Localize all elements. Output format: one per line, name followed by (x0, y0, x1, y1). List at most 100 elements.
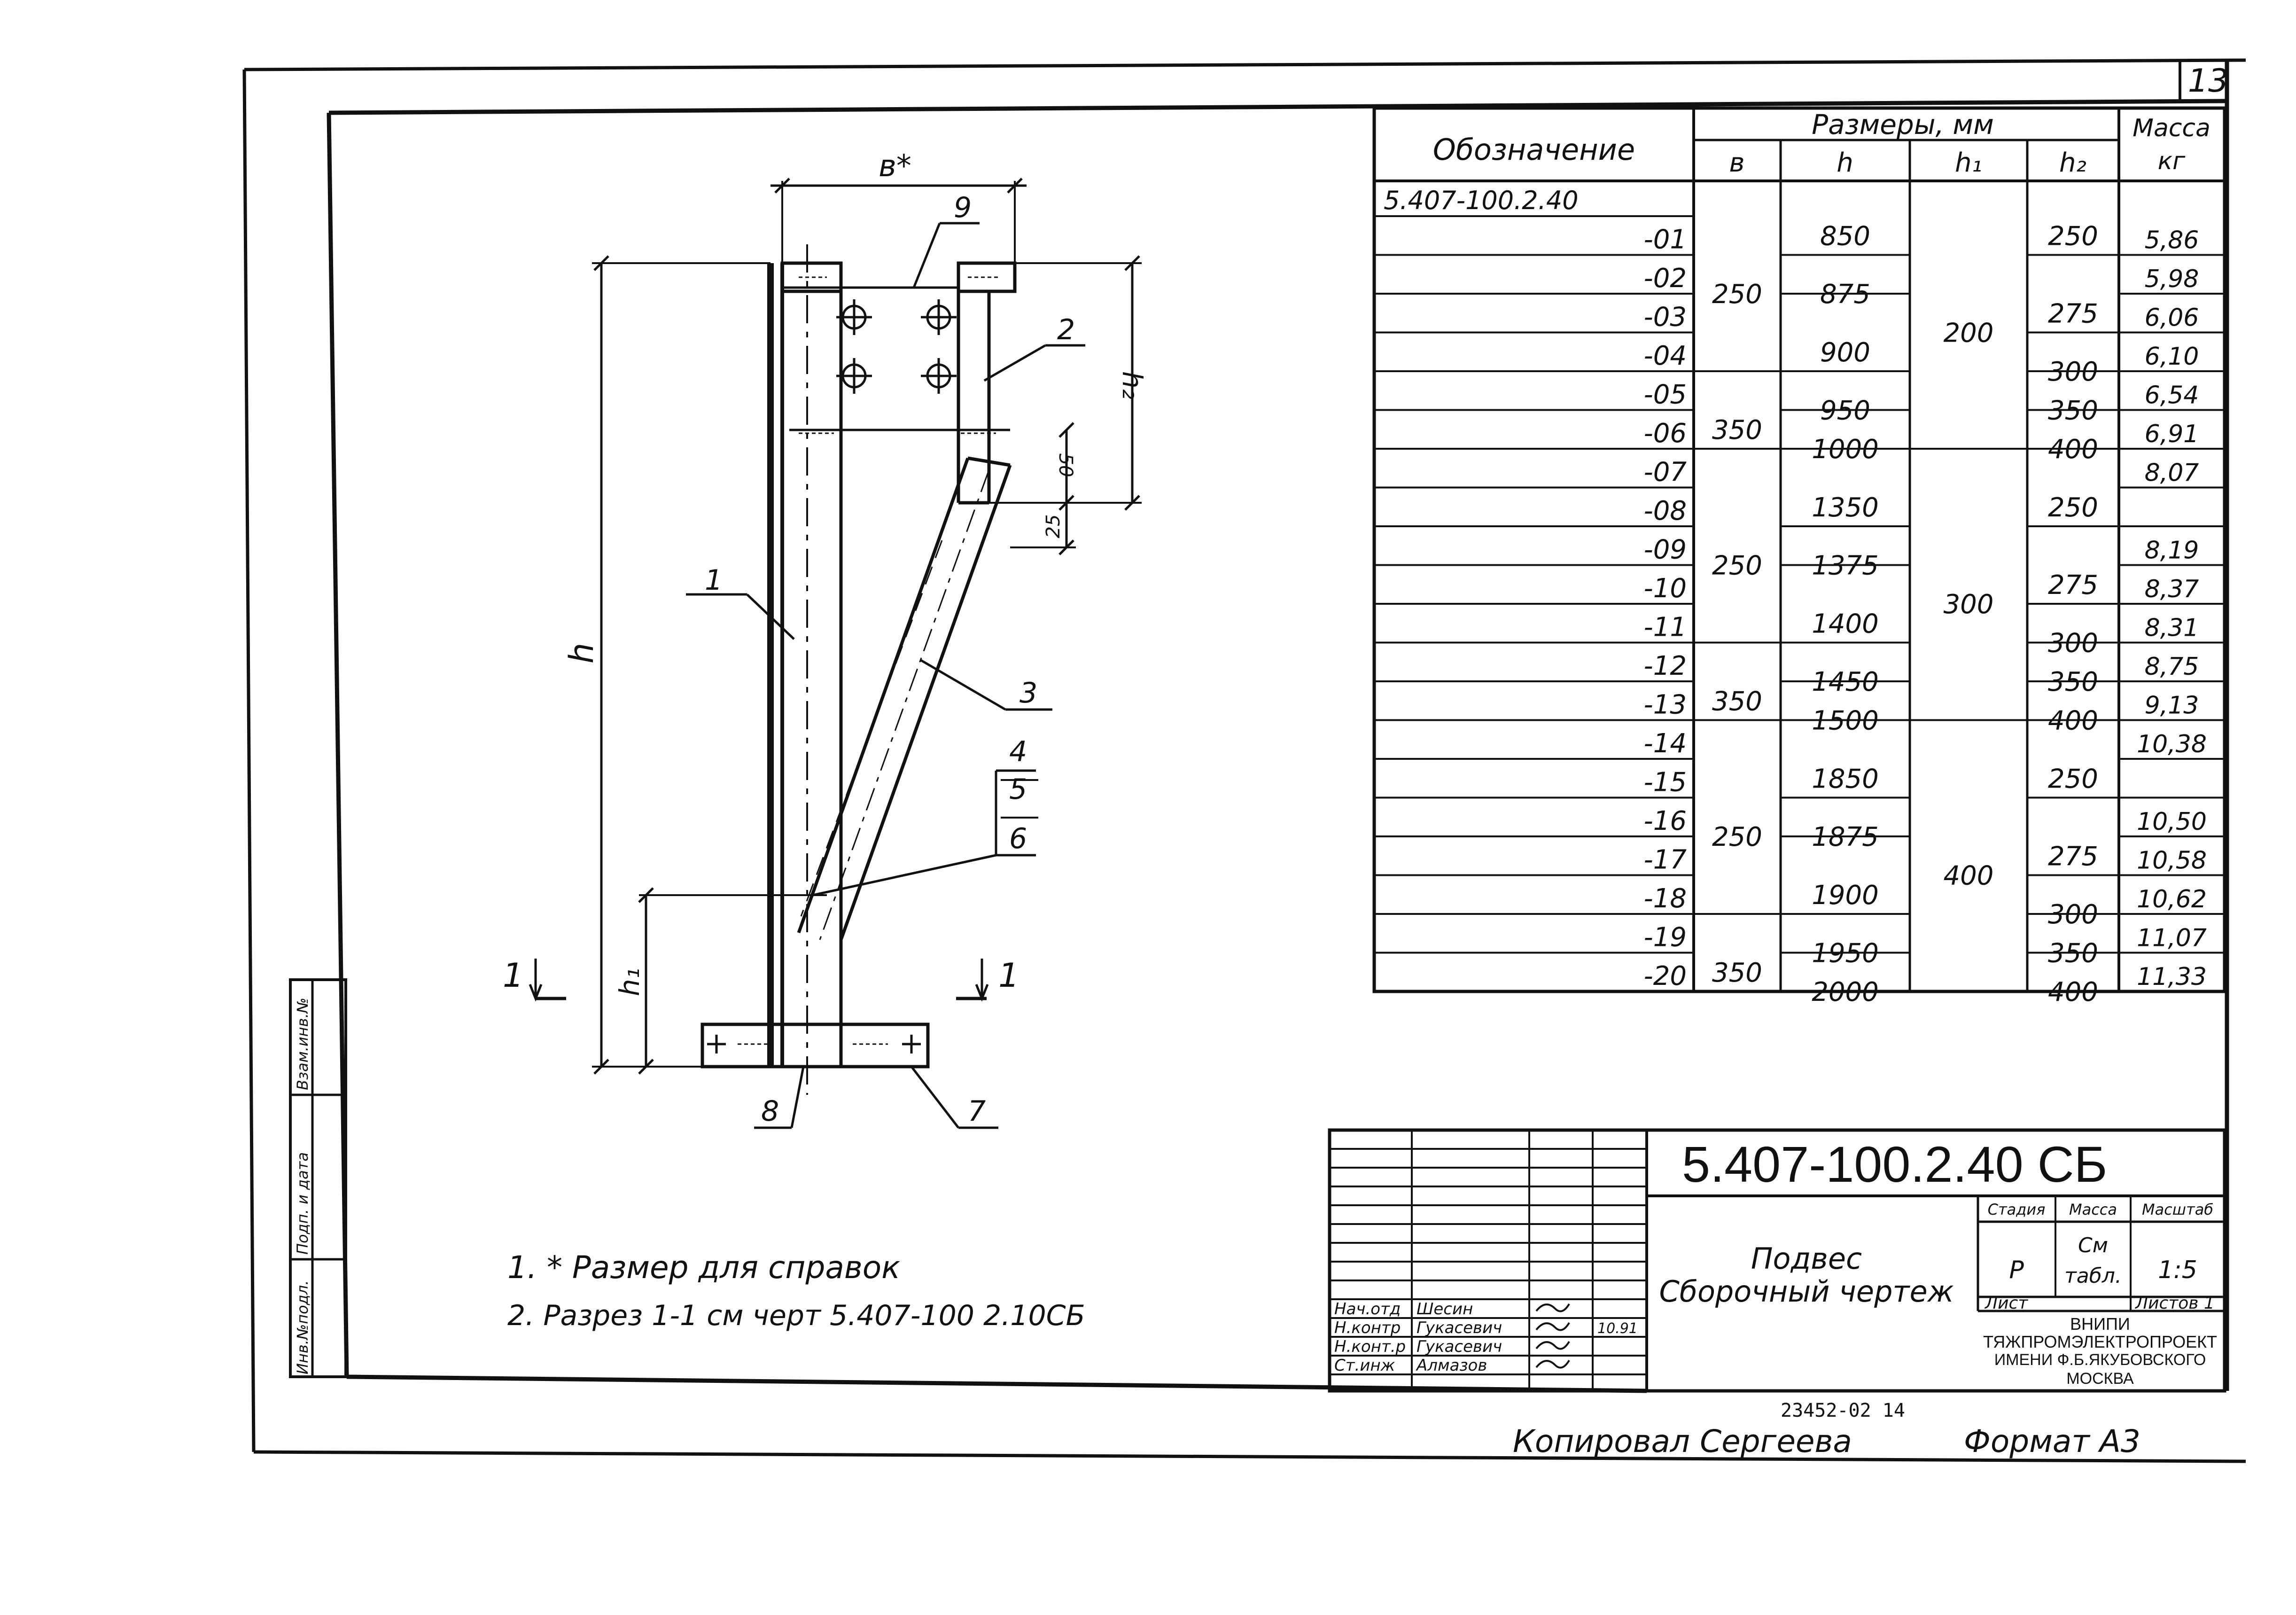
size-table: Обозначение Размеры, мм Масса кг в h h₁ … (1372, 106, 2226, 1007)
sheets-label: Листов 1 (2134, 1294, 2215, 1313)
table-group-h2: 275 (2048, 298, 2098, 329)
callout-leaders (686, 222, 1085, 1129)
table-group-h: 875 (1820, 279, 1870, 310)
dimension-h: h (562, 255, 771, 1075)
table-row-mass: 11,33 (2137, 963, 2207, 991)
table-row-designation: -03 (1644, 302, 1687, 333)
staff-name-3: Гукасевич (1417, 1337, 1502, 1356)
table-row-designation: -08 (1644, 496, 1687, 526)
staff-name-1: Шесин (1417, 1300, 1473, 1319)
stamp-inv-podl: Инв.№подл. (294, 1280, 311, 1374)
table-group-h: 950 (1820, 396, 1870, 426)
table-row-mass: 5,98 (2145, 265, 2199, 293)
table-row-mass: 10,38 (2137, 730, 2207, 758)
note-1: 1. * Размер для справок (507, 1249, 900, 1286)
table-group-h1: 200 (1944, 318, 1994, 349)
table-row-mass: 8,07 (2145, 459, 2199, 487)
table-group-h2: 300 (2048, 357, 2098, 387)
dimension-b: в* (771, 149, 1027, 263)
callout-4: 4 (1009, 735, 1027, 768)
part-1-vertical-channel (767, 244, 843, 1095)
table-group-b: 250 (1712, 279, 1762, 310)
callout-7: 7 (968, 1095, 986, 1128)
table-row-designation: -01 (1644, 225, 1687, 255)
table-row-mass: 10,58 (2137, 847, 2207, 875)
assembly-drawing: в* h h₁ h₂ (503, 149, 1148, 1129)
table-row-mass: 8,37 (2145, 575, 2199, 603)
title-name-1: Подвес (1751, 1241, 1862, 1276)
table-row-designation: -06 (1644, 418, 1687, 449)
sheet-border (242, 58, 2246, 1463)
section-marks: 1 1 (503, 956, 1020, 1002)
table-row-designation: -20 (1644, 961, 1687, 991)
scale-label: Масштаб (2142, 1201, 2213, 1218)
table-group-h2: 350 (2048, 396, 2098, 426)
staff-role-3: Н.конт.р (1334, 1337, 1406, 1356)
table-row-designation: -13 (1644, 690, 1687, 720)
bolt-holes (836, 299, 957, 394)
table-group-h: 850 (1820, 221, 1870, 251)
table-row-designation: -18 (1644, 883, 1687, 914)
table-subheader-b: в (1729, 148, 1744, 178)
table-group-h: 1400 (1812, 609, 1879, 639)
table-group-h: 1350 (1812, 492, 1879, 523)
dimension-h-label: h (562, 643, 601, 663)
table-row-designation: -16 (1644, 806, 1687, 836)
staff-date-2: 10.91 (1597, 1320, 1638, 1337)
table-group-h: 1000 (1812, 434, 1879, 465)
table-group-h2: 350 (2048, 667, 2098, 697)
table-row-designation: -05 (1644, 380, 1687, 410)
table-row-mass: 8,19 (2145, 537, 2199, 565)
archive-number: 23452-02 14 (1781, 1400, 1905, 1421)
table-group-h: 1875 (1812, 822, 1879, 852)
format-label: Формат А3 (1964, 1423, 2140, 1459)
scale-value: 1:5 (2158, 1256, 2197, 1284)
title-block: Нач.отд Шесин Н.контр Гукасевич 10.91 Н.… (1328, 1128, 2226, 1393)
table-group-h2: 350 (2048, 938, 2098, 969)
table-group-h2: 400 (2048, 977, 2098, 1007)
org-line-2: ТЯЖПРОМЭЛЕКТРОПРОЕКТ (1983, 1332, 2217, 1351)
table-row-mass: 6,91 (2145, 420, 2199, 448)
table-row-mass: 6,06 (2145, 304, 2199, 332)
table-row-designation: -09 (1644, 535, 1687, 565)
table-group-h: 2000 (1812, 977, 1879, 1007)
table-group-h2: 275 (2048, 570, 2098, 601)
table-group-b: 350 (1712, 686, 1762, 717)
table-row-mass: 8,31 (2145, 614, 2199, 642)
sheet-number: 13 (2188, 62, 2229, 100)
callout-1: 1 (705, 564, 723, 597)
table-group-h: 1450 (1812, 667, 1879, 697)
table-row-designation: -11 (1644, 612, 1687, 643)
table-row-mass: 6,54 (2145, 382, 2199, 410)
table-group-h2: 250 (2048, 764, 2098, 794)
org-line-4: МОСКВА (2066, 1370, 2134, 1388)
table-group-h2: 275 (2048, 841, 2098, 872)
table-row-designation: -17 (1644, 845, 1687, 875)
callout-9: 9 (954, 191, 972, 224)
part-7-base-plate (700, 1022, 930, 1069)
table-row-mass: 5,86 (2145, 226, 2199, 255)
table-header-mass: Масса (2133, 114, 2210, 142)
table-row-designation: -14 (1644, 728, 1687, 759)
table-group-h1: 300 (1944, 589, 1994, 620)
inner-frame (327, 60, 2229, 1393)
notes: 1. * Размер для справок 2. Разрез 1-1 см… (507, 1249, 1085, 1332)
table-row-mass: 10,62 (2137, 885, 2207, 913)
org-line-1: ВНИПИ (2070, 1314, 2130, 1334)
part-2-hanger-plate (789, 291, 1010, 505)
table-row-designation: -12 (1644, 651, 1687, 681)
table-row-designation: -07 (1644, 457, 1687, 488)
mass-value-2: табл. (2064, 1264, 2122, 1288)
dimension-b-label: в* (879, 149, 911, 184)
table-row-mass: 6,10 (2145, 343, 2199, 371)
dimension-h1-label: h₁ (614, 968, 646, 996)
table-group-h2: 300 (2048, 899, 2098, 930)
sheet-label: Лист (1984, 1294, 2028, 1313)
table-subheader-h1: h₁ (1955, 148, 1982, 178)
part-9-top-plate (780, 261, 1017, 293)
staff-role-4: Ст.инж (1334, 1356, 1395, 1375)
staff-role-2: Н.контр (1334, 1319, 1401, 1337)
table-row-designation: -19 (1644, 922, 1687, 953)
stamp-podp-data: Подп. и дата (294, 1152, 311, 1255)
